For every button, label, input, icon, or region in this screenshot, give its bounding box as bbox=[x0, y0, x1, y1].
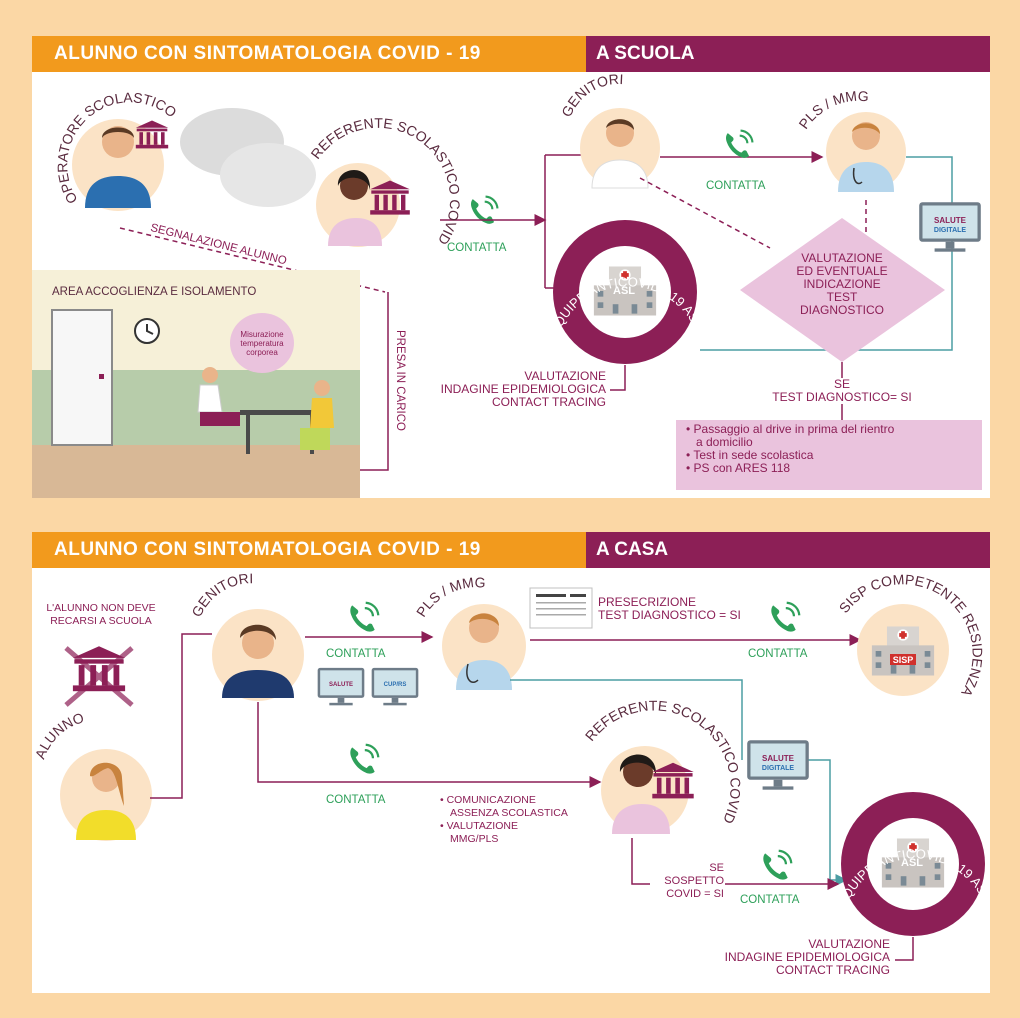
svg-text:DIGITALE: DIGITALE bbox=[934, 227, 966, 234]
contatta-label: CONTATTA bbox=[326, 794, 386, 806]
alunno-avatar bbox=[60, 749, 152, 841]
genitori-avatar bbox=[580, 108, 660, 189]
genitori-label: GENITORI bbox=[188, 570, 253, 619]
svg-text:REFERENTE SCOLASTICO COVID: REFERENTE SCOLASTICO COVID bbox=[582, 697, 744, 826]
svg-text:PLS / MMG: PLS / MMG bbox=[795, 88, 869, 132]
contatta-label: CONTATTA bbox=[326, 648, 386, 660]
referente-label: REFERENTE SCOLASTICO COVID bbox=[582, 697, 744, 826]
svg-text:ALUNNO: ALUNNO bbox=[32, 709, 86, 761]
scuola-title-tag: A SCUOLA bbox=[586, 36, 990, 72]
alunno-label: ALUNNO bbox=[32, 709, 86, 761]
speech-bubble-icon bbox=[220, 143, 316, 207]
casa-header: ALUNNO CON SINTOMATOLOGIA COVID - 19 A C… bbox=[32, 532, 990, 568]
referente-avatar bbox=[601, 746, 694, 834]
pls-label: PLS / MMG bbox=[795, 88, 869, 132]
crossed-out-icon bbox=[64, 646, 134, 707]
svg-text:SALUTE: SALUTE bbox=[329, 682, 353, 688]
test-options-list: • Passaggio al drive in prima del rientr… bbox=[676, 420, 982, 490]
contatta-label: CONTATTA bbox=[740, 894, 800, 906]
comunicazione-list: • COMUNICAZIONE ASSENZA SCOLASTICA• VALU… bbox=[440, 794, 568, 845]
salute-digitale-label: SALUTE bbox=[934, 216, 967, 225]
contatta-label: CONTATTA bbox=[748, 648, 808, 660]
operatore-avatar bbox=[72, 119, 169, 211]
casa-title-tag: A CASA bbox=[586, 532, 990, 568]
area-label: AREA ACCOGLIENZA E ISOLAMENTO bbox=[52, 286, 257, 298]
svg-text:PLS / MMG: PLS / MMG bbox=[413, 574, 486, 620]
asl-label: ASL bbox=[613, 285, 635, 297]
isolation-room-illustration bbox=[32, 270, 360, 498]
referente-avatar bbox=[316, 163, 410, 247]
contatta-label: CONTATTA bbox=[706, 180, 766, 192]
contatta-label: CONTATTA bbox=[447, 242, 507, 254]
pls-doctor-avatar bbox=[442, 604, 526, 690]
pls-label: PLS / MMG bbox=[413, 574, 486, 620]
referente-label: REFERENTE SCOLASTICO COVID bbox=[308, 115, 464, 248]
sisp-label: SISP bbox=[893, 655, 914, 665]
casa-title: ALUNNO CON SINTOMATOLOGIA COVID - 19 bbox=[32, 532, 586, 568]
scuola-header: ALUNNO CON SINTOMATOLOGIA COVID - 19 A S… bbox=[32, 36, 990, 72]
operatore-label: OPERATORE SCOLASTICO bbox=[54, 89, 180, 206]
genitori-label: GENITORI bbox=[558, 71, 624, 120]
sisp-badge: SISP bbox=[857, 604, 949, 696]
svg-text:DIGITALE: DIGITALE bbox=[762, 765, 794, 772]
svg-text:SALUTE: SALUTE bbox=[762, 754, 795, 763]
valutazione-diamond bbox=[740, 218, 945, 362]
genitori-avatar bbox=[212, 609, 304, 701]
equipe-badge: ASL bbox=[841, 792, 985, 936]
pls-doctor-avatar bbox=[826, 112, 906, 192]
asl-label: ASL bbox=[901, 857, 923, 869]
equipe-badge: ASL bbox=[553, 220, 697, 364]
svg-text:GENITORI: GENITORI bbox=[188, 570, 253, 619]
svg-text:OPERATORE SCOLASTICO: OPERATORE SCOLASTICO bbox=[54, 89, 180, 206]
svg-text:GENITORI: GENITORI bbox=[558, 71, 624, 120]
svg-text:CUP/RS: CUP/RS bbox=[384, 682, 407, 688]
svg-text:REFERENTE SCOLASTICO COVID: REFERENTE SCOLASTICO COVID bbox=[308, 115, 464, 248]
scuola-title: ALUNNO CON SINTOMATOLOGIA COVID - 19 bbox=[32, 36, 586, 72]
